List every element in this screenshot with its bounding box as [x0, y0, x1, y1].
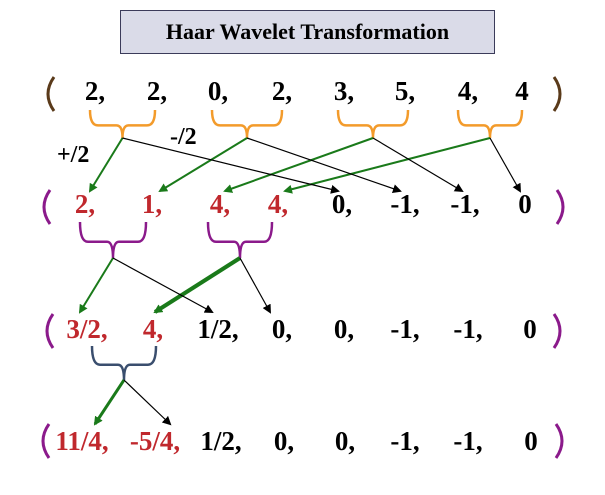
- avg-arrow-1-0: [78, 257, 114, 314]
- row-0-right-bracket: [552, 76, 562, 112]
- level-2-value-3: 0,: [271, 314, 293, 344]
- avg-arrow-0-2: [223, 137, 374, 193]
- pair-brace-0-3: [456, 109, 524, 139]
- average-op-label: +/2: [57, 142, 90, 168]
- level-1-value-6: -1,: [450, 189, 480, 219]
- level-0-value-2: 0,: [207, 76, 229, 106]
- pair-brace-2-0: [90, 345, 158, 381]
- level-2-value-5: -1,: [390, 314, 420, 344]
- pair-brace-0-2: [336, 109, 410, 139]
- row-0-left-bracket: [46, 76, 56, 112]
- level-2-value-2: 1/2,: [197, 314, 239, 344]
- level-2-value-7: 0: [523, 314, 537, 344]
- row-1-left-bracket: [42, 189, 52, 225]
- pair-brace-0-0: [88, 109, 157, 139]
- difference-op-label: -/2: [170, 124, 197, 150]
- level-0-value-1: 2,: [146, 76, 168, 106]
- pair-brace-1-0: [78, 221, 148, 259]
- level-2-value-6: -1,: [453, 314, 483, 344]
- level-3-value-5: -1,: [390, 426, 420, 456]
- pair-brace-1-1: [206, 221, 274, 259]
- level-1-value-2: 4,: [209, 189, 231, 219]
- avg-arrow-0-1: [158, 137, 248, 193]
- row-2-right-bracket: [552, 313, 562, 349]
- row-3-right-bracket: [554, 423, 564, 459]
- level-3-value-3: 0,: [273, 426, 295, 456]
- diff-arrow-0-2: [372, 137, 464, 193]
- level-3-value-6: -1,: [453, 426, 483, 456]
- row-3-left-bracket: [41, 423, 51, 459]
- level-3-value-4: 0,: [334, 426, 356, 456]
- diff-arrow-1-1: [239, 257, 271, 314]
- level-2-value-4: 0,: [333, 314, 355, 344]
- level-1-value-5: -1,: [390, 189, 420, 219]
- level-3-value-7: 0: [524, 426, 538, 456]
- level-0-value-5: 5,: [394, 76, 416, 106]
- level-2-value-0: 3/2,: [66, 314, 108, 344]
- level-2-value-1: 4,: [142, 314, 164, 344]
- diff-arrow-1-0: [112, 257, 214, 313]
- level-3-value-0: 11/4,: [55, 426, 109, 456]
- diff-arrow-0-1: [246, 137, 402, 193]
- title-box: Haar Wavelet Transformation: [120, 10, 495, 54]
- level-1-value-0: 2,: [74, 189, 96, 219]
- level-1-value-4: 0,: [331, 189, 353, 219]
- diff-arrow-0-3: [489, 137, 521, 193]
- avg-arrow-0-0: [88, 137, 124, 193]
- avg-arrow-1-1: [153, 256, 242, 314]
- row-1-right-bracket: [555, 189, 565, 225]
- diff-arrow-2-0: [123, 379, 172, 426]
- row-2-left-bracket: [45, 313, 55, 349]
- avg-arrow-0-3: [283, 137, 491, 194]
- level-1-value-1: 1,: [141, 189, 163, 219]
- level-3-value-2: 1/2,: [200, 426, 242, 456]
- diff-arrow-0-0: [122, 137, 340, 194]
- avg-arrow-2-0: [93, 379, 126, 426]
- diagram-title: Haar Wavelet Transformation: [165, 19, 450, 44]
- level-0-value-7: 4: [515, 76, 529, 106]
- level-0-value-0: 2,: [84, 76, 106, 106]
- level-3-value-1: -5/4,: [129, 426, 181, 456]
- level-1-value-7: 0: [518, 189, 532, 219]
- level-0-value-3: 2,: [271, 76, 293, 106]
- pair-brace-0-1: [210, 109, 284, 139]
- level-0-value-6: 4,: [457, 76, 479, 106]
- level-0-value-4: 3,: [333, 76, 355, 106]
- level-1-value-3: 4,: [267, 189, 289, 219]
